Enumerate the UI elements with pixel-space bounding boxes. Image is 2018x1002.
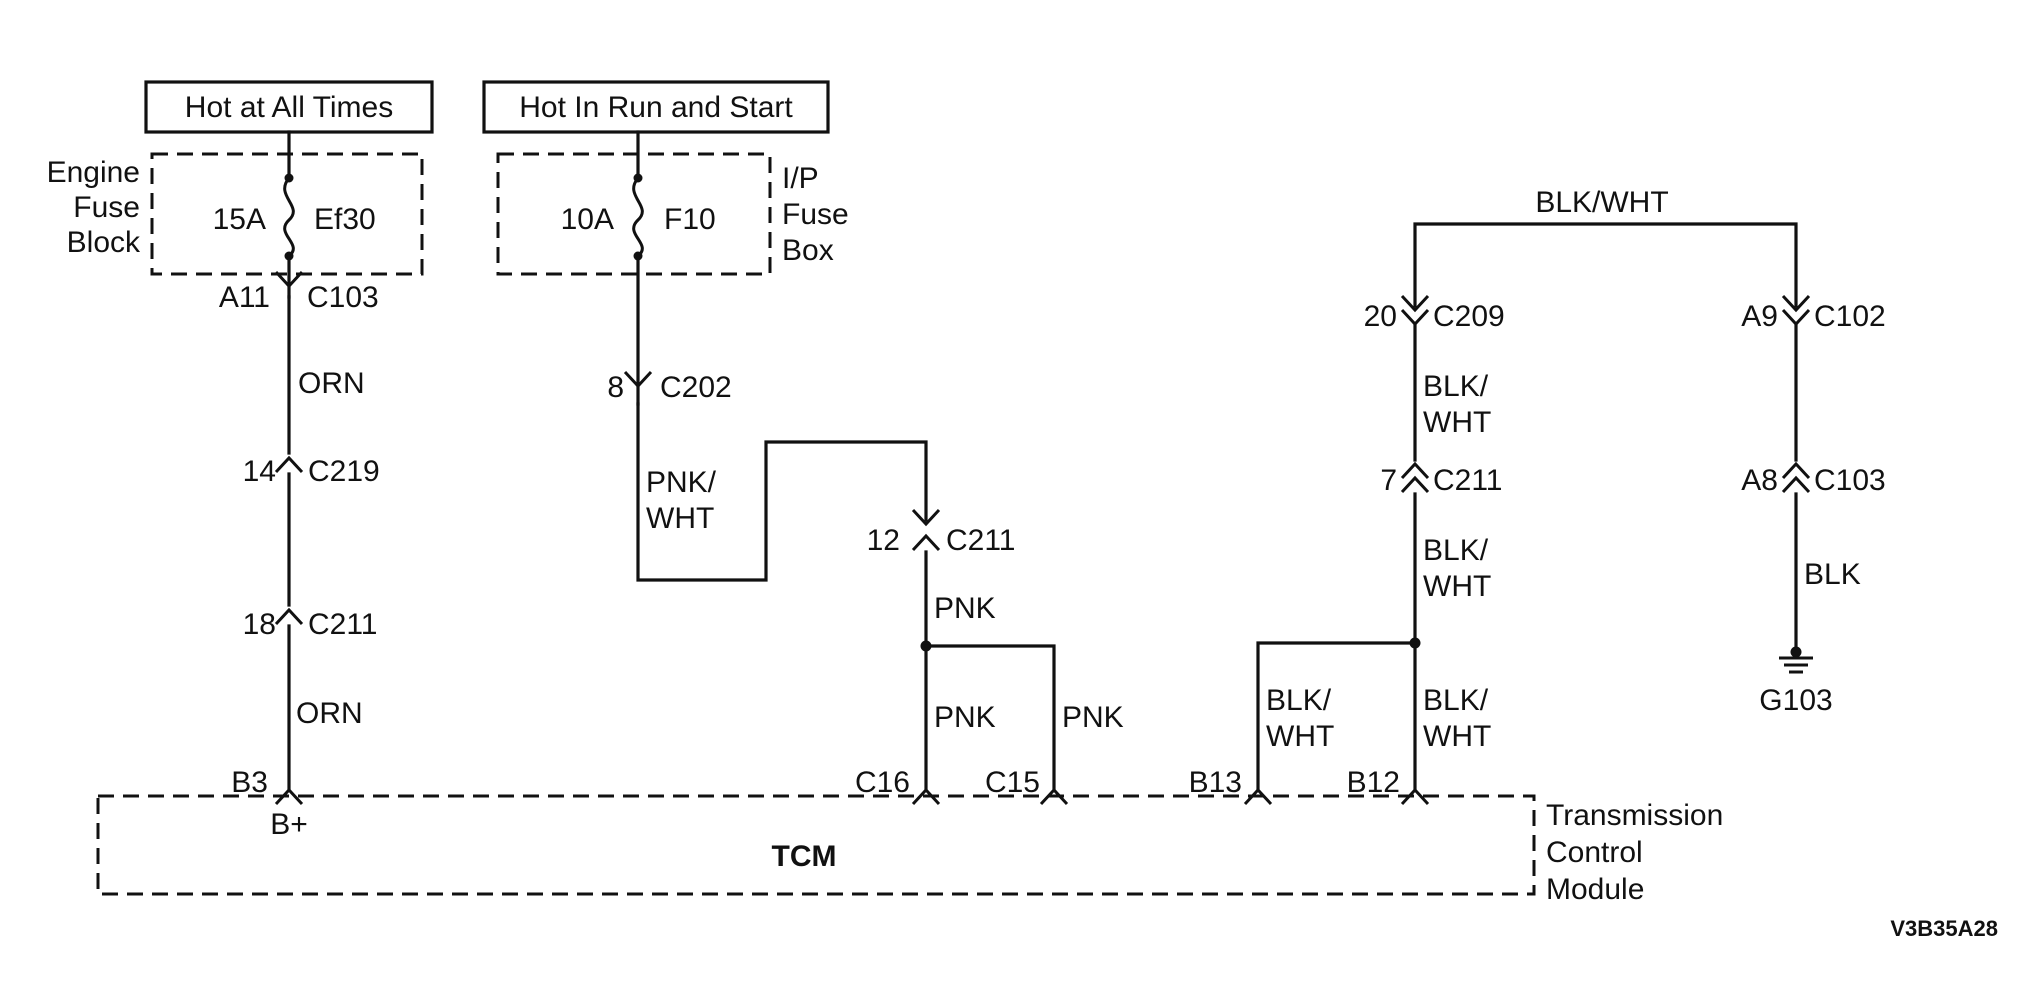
engine-fuse-block xyxy=(150,152,424,276)
connector-a11-pin: A11 xyxy=(219,281,270,314)
diagram-code: V3B35A28 xyxy=(1890,916,1998,941)
connector-c211-7 xyxy=(1400,462,1430,494)
ip-fuse-box-label-3: Box xyxy=(782,234,834,267)
connector-c211-7-pin: 7 xyxy=(1380,464,1397,497)
hot-at-all-times-label: Hot at All Times xyxy=(185,91,393,124)
connector-c211-7-label: C211 xyxy=(1433,464,1503,497)
tcm-abbr-label: TCM xyxy=(772,840,837,873)
fuse-ef30-id: Ef30 xyxy=(314,203,376,236)
wire-pnk-c16-label: PNK xyxy=(934,701,996,734)
wire-pnk-wht-label-1: PNK/ xyxy=(646,466,717,499)
ip-fuse-box-label-1: I/P xyxy=(782,162,819,195)
wire-blk-wht-b13-label-1: BLK/ xyxy=(1266,684,1332,717)
hot-run-start-label: Hot In Run and Start xyxy=(519,91,793,124)
tcm-pin-c16: C16 xyxy=(855,766,910,799)
connector-c103-a8 xyxy=(1781,462,1811,494)
connector-c103-label: C103 xyxy=(307,281,379,314)
tcm-pin-b13: B13 xyxy=(1189,766,1242,799)
connector-c211-18-pin: 18 xyxy=(243,608,276,641)
connector-c219-label: C219 xyxy=(308,455,380,488)
wire-blk-wht-lower-label-1: BLK/ xyxy=(1423,534,1489,567)
fuse-f10-rating: 10A xyxy=(561,203,614,236)
ip-fuse-box xyxy=(496,152,772,276)
tcm-module-box xyxy=(96,794,1536,896)
wire-blk-wht-mid-label-2: WHT xyxy=(1423,406,1491,439)
wire-blk-wht-b13-label-2: WHT xyxy=(1266,720,1334,753)
tcm-name-line-2: Control xyxy=(1546,836,1643,869)
connector-c202-pin: 8 xyxy=(607,371,624,404)
wire-pnk-wht-label-2: WHT xyxy=(646,502,714,535)
tcm-name-line-1: Transmission xyxy=(1546,799,1723,832)
wire-blk-wht-b12-label-1: BLK/ xyxy=(1423,684,1489,717)
tcm-pin-b3: B3 xyxy=(231,766,268,799)
ground-symbol xyxy=(1779,656,1813,674)
fuse-f10-id: F10 xyxy=(664,203,716,236)
engine-fuse-block-label-1: Engine xyxy=(47,156,140,189)
wire-blk-label: BLK xyxy=(1804,558,1861,591)
connector-c211-12-pin: 12 xyxy=(867,524,900,557)
connector-c202-label: C202 xyxy=(660,371,732,404)
connector-c103-a8-label: C103 xyxy=(1814,464,1886,497)
tcm-pin-c15: C15 xyxy=(985,766,1040,799)
wire-blk-wht-b12-label-2: WHT xyxy=(1423,720,1491,753)
hot-at-all-times-box xyxy=(144,80,434,134)
fuse-f10-symbol xyxy=(632,130,644,386)
hot-run-start-box xyxy=(482,80,830,134)
wire-orn-lower-label: ORN xyxy=(296,697,363,730)
connector-c103-a11 xyxy=(274,270,304,299)
wire-pnk-c15-label: PNK xyxy=(1062,701,1124,734)
wire-pnk-upper-label: PNK xyxy=(934,592,996,625)
engine-fuse-block-label-2: Fuse xyxy=(73,191,140,224)
fuse-ef30-rating: 15A xyxy=(213,203,266,236)
connector-c102-pin: A9 xyxy=(1741,300,1778,333)
connector-c211-18 xyxy=(274,608,304,626)
tcm-name-line-3: Module xyxy=(1546,873,1644,906)
connector-c209-pin: 20 xyxy=(1364,300,1397,333)
engine-fuse-block-label-3: Block xyxy=(67,226,141,259)
wire-blk-wht-lower-label-2: WHT xyxy=(1423,570,1491,603)
wire-pnk-wht xyxy=(636,402,928,582)
wire-blk-wht-top xyxy=(1413,222,1798,308)
connector-c103-a8-pin: A8 xyxy=(1741,464,1778,497)
tcm-pin-bplus: B+ xyxy=(270,808,308,841)
wire-orn-upper-label: ORN xyxy=(298,367,365,400)
connector-c209-label: C209 xyxy=(1433,300,1505,333)
ip-fuse-box-label-2: Fuse xyxy=(782,198,849,231)
wire-blk-wht-mid-label-1: BLK/ xyxy=(1423,370,1489,403)
connector-c219-pin: 14 xyxy=(243,455,276,488)
connector-c219-14 xyxy=(274,456,304,474)
connector-c202-8 xyxy=(623,370,653,406)
ground-g103-label: G103 xyxy=(1759,684,1832,717)
connector-c211-18-label: C211 xyxy=(308,608,378,641)
connector-c211-12-label: C211 xyxy=(946,524,1016,557)
connector-c102-label: C102 xyxy=(1814,300,1886,333)
fuse-ef30-symbol xyxy=(283,130,295,286)
wire-blk-wht-top-label: BLK/WHT xyxy=(1535,186,1668,219)
tcm-pin-b12: B12 xyxy=(1347,766,1400,799)
